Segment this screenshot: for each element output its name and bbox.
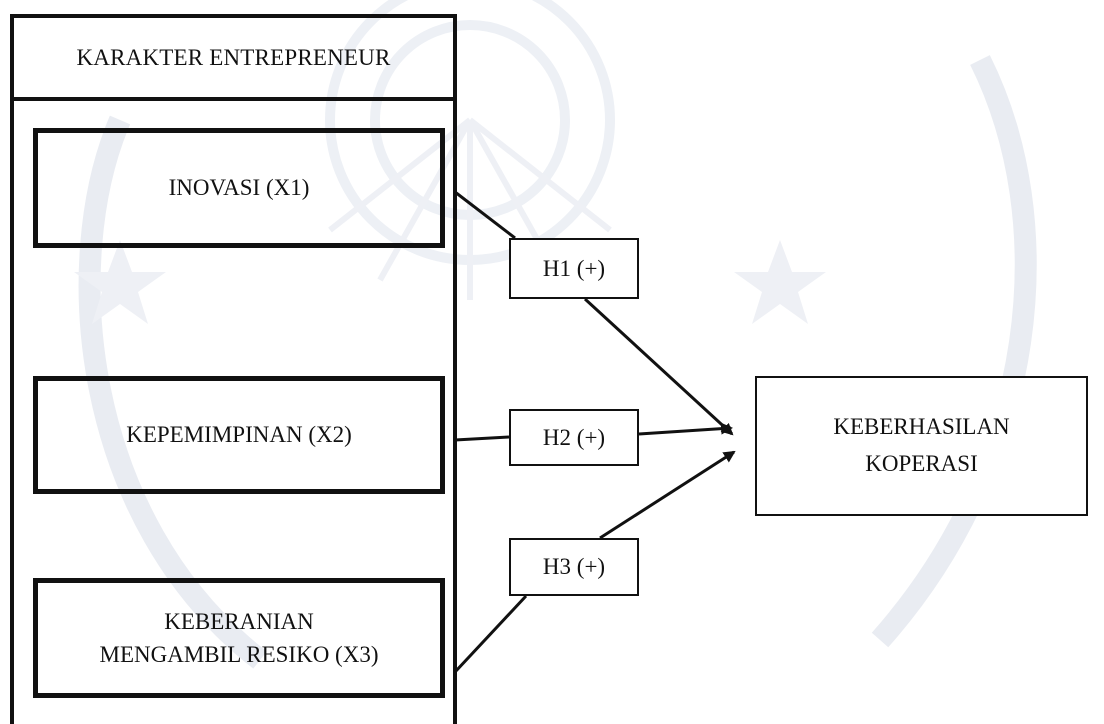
hypothesis-h3: H3 (+) xyxy=(509,538,639,596)
variable-label-keberanian-line2: MENGAMBIL RESIKO (X3) xyxy=(99,642,379,667)
hypothesis-h2-label: H2 (+) xyxy=(542,424,606,450)
variable-box-inovasi: INOVASI (X1) xyxy=(33,128,445,248)
dependent-variable-line2: KOPERASI xyxy=(865,451,978,476)
dependent-variable-box: KEBERHASILAN KOPERASI xyxy=(755,376,1088,516)
hypothesis-h1: H1 (+) xyxy=(509,238,639,299)
variable-label-kepemimpinan: KEPEMIMPINAN (X2) xyxy=(126,422,352,448)
variable-box-keberanian: KEBERANIAN MENGAMBIL RESIKO (X3) xyxy=(33,578,445,698)
variable-box-kepemimpinan: KEPEMIMPINAN (X2) xyxy=(33,376,445,494)
hypothesis-h3-label: H3 (+) xyxy=(542,554,606,579)
hypothesis-h1-label: H1 (+) xyxy=(542,255,606,281)
connector-x3-to-h3 xyxy=(453,594,528,674)
dependent-variable-line1: KEBERHASILAN xyxy=(833,414,1010,440)
connector-x2-to-h2 xyxy=(454,435,510,442)
hypothesis-h2: H2 (+) xyxy=(509,409,639,466)
connector-x1-to-h1 xyxy=(454,190,516,240)
variable-label-keberanian-line1: KEBERANIAN xyxy=(164,608,314,634)
group-title-text: KARAKTER ENTREPRENEUR xyxy=(76,44,391,70)
group-title: KARAKTER ENTREPRENEUR xyxy=(10,14,457,101)
arrow-h2-to-target xyxy=(638,422,733,436)
variable-label-inovasi: INOVASI (X1) xyxy=(168,175,310,200)
